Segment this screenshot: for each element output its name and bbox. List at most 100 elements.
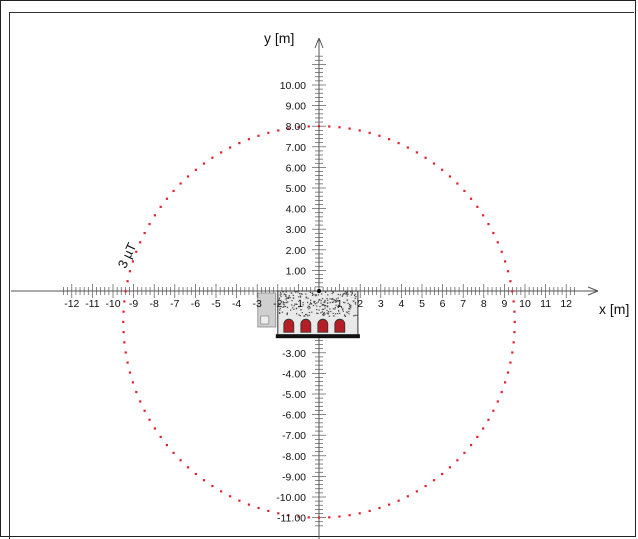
substation-texture-dot	[347, 292, 348, 293]
substation-texture-dot	[329, 308, 330, 309]
substation-texture-dot	[335, 307, 336, 308]
x-tick-label: 5	[419, 298, 425, 310]
substation-texture-dot	[333, 308, 334, 309]
contour-point	[513, 341, 515, 343]
substation-texture-dot	[284, 304, 285, 305]
substation-texture-dot	[351, 294, 352, 295]
contour-point	[501, 251, 503, 253]
contour-point	[203, 162, 205, 164]
contour-point	[424, 157, 426, 159]
contour-point	[388, 138, 390, 140]
contour-point	[166, 444, 168, 446]
contour-point	[123, 300, 125, 302]
contour-point	[180, 182, 182, 184]
substation-texture-dot	[281, 296, 282, 297]
substation-texture-dot	[310, 303, 311, 304]
contour-point	[463, 452, 465, 454]
contour-point	[492, 410, 494, 412]
contour-point	[328, 516, 330, 518]
substation-texture-dot	[324, 308, 325, 309]
contour-point	[148, 419, 150, 421]
substation-texture-dot	[313, 294, 314, 295]
x-tick-label: 12	[560, 298, 572, 310]
y-tick-label: 1.00	[286, 265, 307, 277]
substation-texture-dot	[316, 305, 317, 306]
substation-texture-dot	[333, 292, 334, 293]
substation-texture-dot	[316, 313, 317, 314]
substation-texture-dot	[333, 313, 334, 314]
substation-texture-dot	[287, 312, 288, 313]
substation-texture-dot	[346, 311, 347, 312]
substation-texture-dot	[308, 306, 309, 307]
substation-texture-dot	[296, 291, 297, 292]
contour-point	[504, 381, 506, 383]
contour-point	[229, 146, 231, 148]
contour-point	[238, 142, 240, 144]
contour-point	[166, 198, 168, 200]
substation-texture-dot	[309, 306, 310, 307]
substation-texture-dot	[343, 302, 344, 303]
x-tick-label: 4	[398, 298, 404, 310]
x-tick-label: 1	[337, 298, 343, 310]
substation-texture-dot	[356, 315, 357, 316]
contour-point	[449, 175, 451, 177]
substation-texture-dot	[349, 304, 350, 305]
substation-texture-dot	[338, 310, 339, 311]
substation-texture-dot	[286, 291, 287, 292]
substation-texture-dot	[333, 301, 334, 302]
substation-texture-dot	[326, 310, 327, 311]
y-axis-title: y [m]	[264, 30, 294, 46]
substation-texture-dot	[280, 294, 281, 295]
contour-point	[513, 331, 515, 333]
substation-texture-dot	[327, 306, 328, 307]
contour-point	[126, 280, 128, 282]
substation-texture-dot	[322, 304, 323, 305]
substation-texture-dot	[302, 294, 303, 295]
substation-texture-dot	[300, 315, 301, 316]
substation-texture-dot	[322, 309, 323, 310]
substation-texture-dot	[328, 311, 329, 312]
x-tick-label: -9	[129, 298, 138, 310]
contour-point	[338, 515, 340, 517]
substation-texture-dot	[316, 302, 317, 303]
substation-window	[301, 319, 311, 332]
substation-texture-dot	[299, 314, 300, 315]
contour-point	[504, 260, 506, 262]
substation-texture-dot	[290, 310, 291, 311]
substation-texture-dot	[320, 312, 321, 313]
y-tick-label: -9.00	[282, 471, 306, 483]
substation-texture-dot	[331, 299, 332, 300]
contour-point	[144, 232, 146, 234]
x-tick-label: 6	[440, 298, 446, 310]
substation-texture-dot	[323, 315, 324, 316]
contour-point	[203, 479, 205, 481]
contour-point	[195, 473, 197, 475]
contour-point	[172, 452, 174, 454]
y-tick-label: -8.00	[282, 451, 306, 463]
substation-texture-dot	[322, 314, 323, 315]
substation-texture-dot	[307, 302, 308, 303]
contour-point	[139, 241, 141, 243]
contour-point	[497, 241, 499, 243]
y-tick-label: 6.00	[286, 162, 307, 174]
substation-texture-dot	[286, 298, 287, 299]
substation-texture-dot	[307, 315, 308, 316]
substation-texture-dot	[353, 301, 354, 302]
contour-point	[160, 436, 162, 438]
contour-point	[220, 151, 222, 153]
substation-texture-dot	[295, 291, 296, 292]
substation-texture-dot	[299, 293, 300, 294]
contour-point	[308, 516, 310, 518]
substation-texture-dot	[293, 295, 294, 296]
contour-point	[238, 500, 240, 502]
contour-point	[172, 190, 174, 192]
substation-texture-dot	[335, 300, 336, 301]
y-tick-label: 10.00	[280, 80, 306, 92]
contour-point	[248, 138, 250, 140]
substation-texture-dot	[349, 308, 350, 309]
substation-texture-dot	[322, 298, 323, 299]
substation-texture-dot	[333, 299, 334, 300]
substation-texture-dot	[340, 294, 341, 295]
substation-texture-dot	[307, 298, 308, 299]
y-tick-label: 7.00	[286, 142, 307, 154]
